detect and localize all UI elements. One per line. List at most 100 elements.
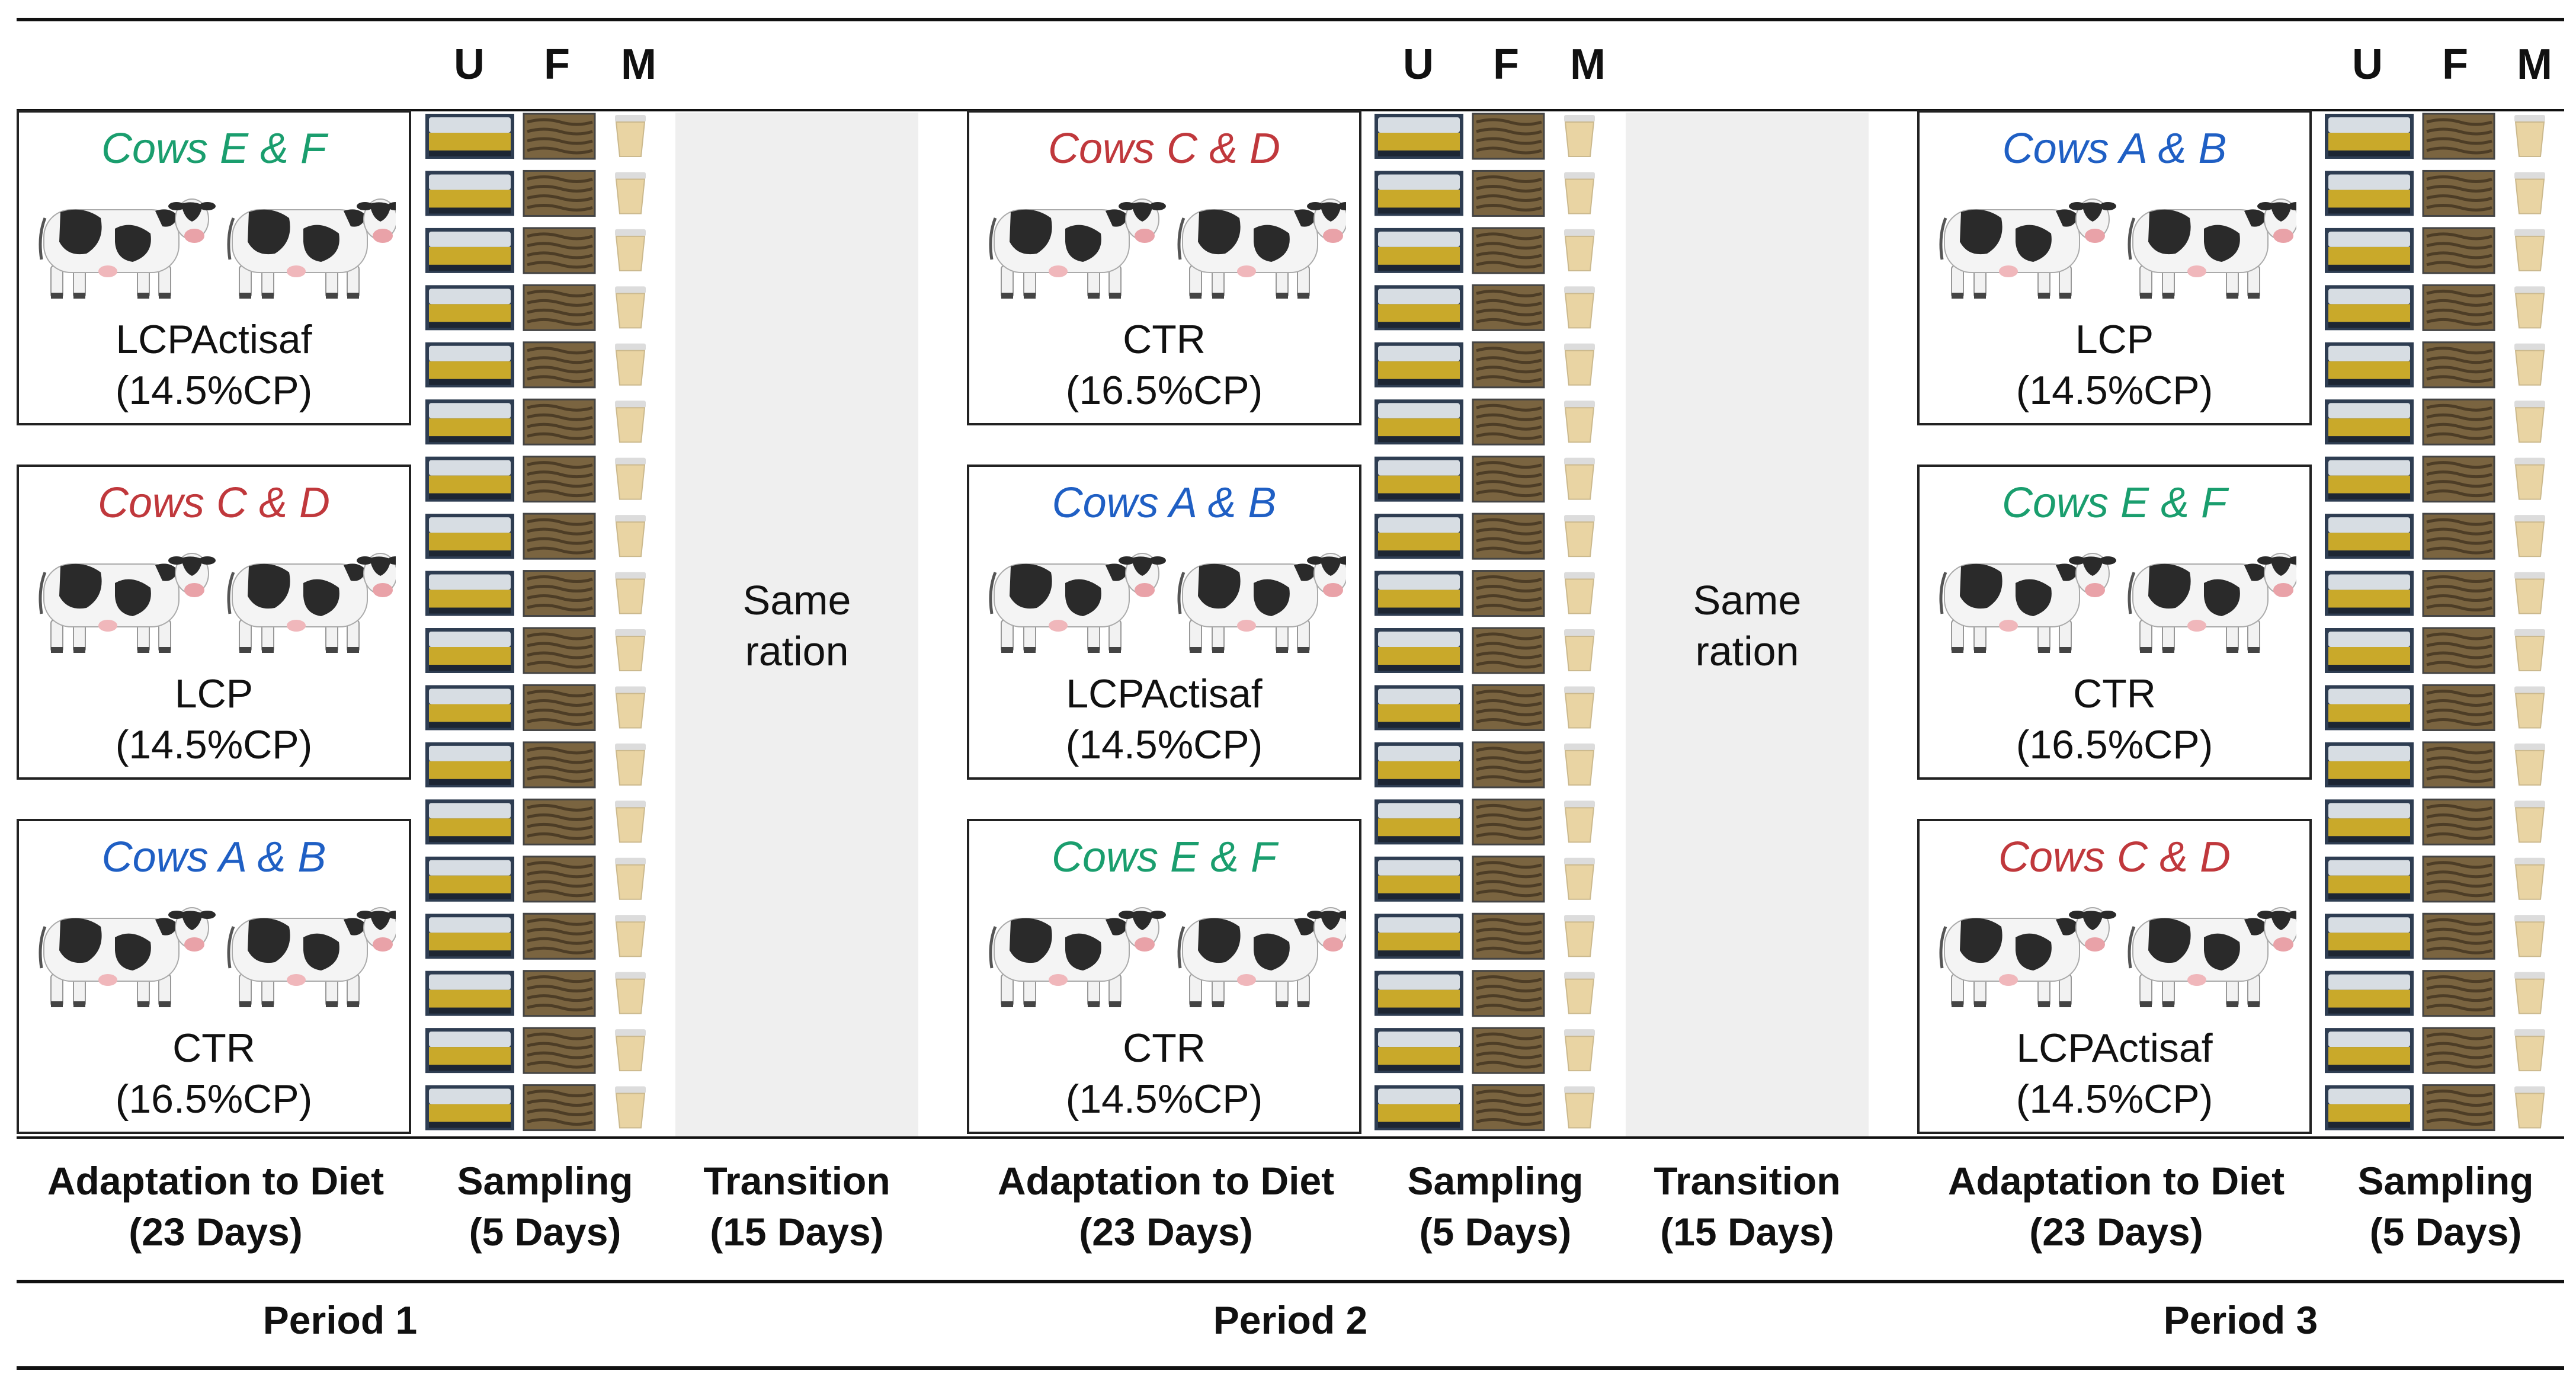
feces-sample-icon — [523, 398, 596, 446]
transition-text: ration — [1695, 628, 1799, 674]
cow-group-label: Cows E & F — [101, 125, 327, 172]
phase-label-adaptation-p3: Adaptation to Diet(23 Days) — [1917, 1155, 2315, 1257]
cp-label: (14.5%CP) — [1065, 722, 1263, 767]
feces-sample-icon — [1472, 970, 1545, 1017]
urine-sample-icon — [2325, 285, 2414, 331]
phase-label-adaptation-p2: Adaptation to Diet(23 Days) — [967, 1155, 1365, 1257]
feces-sample-icon — [2422, 856, 2495, 903]
feces-sample-icon — [2422, 627, 2495, 674]
feces-sample-icon — [2422, 227, 2495, 274]
feces-sample-icon — [2422, 456, 2495, 503]
milk-sample-icon — [1564, 286, 1595, 329]
period-label-3: Period 3 — [2163, 1298, 2318, 1342]
milk-sample-icon — [615, 743, 646, 786]
milk-sample-icon — [2514, 686, 2545, 729]
milk-sample-icon — [615, 229, 646, 271]
urine-sample-icon — [425, 514, 514, 559]
transition-text: Same — [742, 577, 851, 623]
milk-sample-icon — [1564, 1029, 1595, 1072]
cow-figure — [1939, 907, 2116, 1007]
cow-figure — [1939, 198, 2116, 299]
feces-sample-icon — [523, 741, 596, 789]
transition-text: Same — [1693, 577, 1802, 623]
cp-label: (14.5%CP) — [2016, 1077, 2213, 1122]
feces-sample-icon — [523, 341, 596, 389]
cow-figure — [1177, 553, 1346, 653]
feces-sample-icon — [2422, 970, 2495, 1017]
sampling-grid-p1 — [425, 113, 646, 1132]
feces-sample-icon — [1472, 284, 1545, 331]
milk-sample-icon — [1564, 515, 1595, 558]
header-feces: F — [1493, 41, 1519, 88]
cow-figure — [227, 907, 396, 1007]
body-rule — [17, 1136, 2564, 1139]
milk-sample-icon — [1564, 857, 1595, 900]
milk-sample-icon — [2514, 1086, 2545, 1129]
feces-sample-icon — [2422, 113, 2495, 160]
urine-sample-icon — [2325, 571, 2414, 616]
milk-sample-icon — [615, 857, 646, 900]
milk-sample-icon — [615, 457, 646, 500]
milk-sample-icon — [615, 629, 646, 671]
urine-sample-icon — [2325, 228, 2414, 273]
feces-sample-icon — [523, 856, 596, 903]
milk-sample-icon — [1564, 686, 1595, 729]
urine-sample-icon — [1374, 1028, 1463, 1074]
milk-sample-icon — [615, 1086, 646, 1129]
milk-sample-icon — [615, 1029, 646, 1072]
urine-sample-icon — [1374, 114, 1463, 159]
header-feces: F — [544, 41, 570, 88]
cow-group-label: Cows C & D — [1998, 834, 2231, 881]
feces-sample-icon — [2422, 341, 2495, 389]
milk-sample-icon — [1564, 229, 1595, 271]
feces-sample-icon — [523, 1084, 596, 1132]
treatment-box-p1-r2: Cows C & D LCP(14.5%CP) — [17, 465, 411, 780]
milk-sample-icon — [2514, 629, 2545, 671]
milk-sample-icon — [2514, 572, 2545, 614]
milk-sample-icon — [1564, 800, 1595, 843]
feces-sample-icon — [2422, 912, 2495, 960]
urine-sample-icon — [425, 914, 514, 959]
feces-sample-icon — [1472, 169, 1545, 217]
feces-sample-icon — [2422, 398, 2495, 446]
milk-sample-icon — [2514, 229, 2545, 271]
urine-sample-icon — [425, 1028, 514, 1074]
feces-sample-icon — [2422, 684, 2495, 731]
feces-sample-icon — [1472, 684, 1545, 731]
cow-icon — [39, 907, 396, 1007]
treatment-box-p3-r3: Cows C & D LCPActisaf(14.5%CP) — [1917, 819, 2312, 1134]
sampling-grid-p3 — [2325, 113, 2545, 1132]
urine-sample-icon — [425, 456, 514, 502]
urine-sample-icon — [1374, 799, 1463, 845]
feces-sample-icon — [2422, 169, 2495, 217]
treatment-box-p3-r1: Cows A & B LCP(14.5%CP) — [1917, 110, 2312, 425]
cow-group-label: Cows E & F — [2001, 479, 2228, 527]
milk-sample-icon — [1564, 972, 1595, 1014]
cp-label: (14.5%CP) — [2016, 368, 2213, 413]
cow-icon — [39, 553, 396, 653]
urine-sample-icon — [1374, 970, 1463, 1016]
urine-sample-icon — [2325, 514, 2414, 559]
treatment-box-p1-r3: Cows A & B CTR(16.5%CP) — [17, 819, 411, 1134]
phase-label-line: Adaptation to Diet — [1947, 1159, 2285, 1203]
diet-label: CTR — [1123, 1026, 1206, 1071]
milk-sample-icon — [2514, 915, 2545, 957]
milk-sample-icon — [1564, 743, 1595, 786]
diet-label: LCPActisaf — [116, 317, 312, 362]
milk-sample-icon — [2514, 401, 2545, 443]
milk-sample-icon — [615, 972, 646, 1014]
urine-sample-icon — [1374, 914, 1463, 959]
cow-group-label: Cows A & B — [1052, 479, 1277, 527]
milk-sample-icon — [2514, 972, 2545, 1014]
feces-sample-icon — [1472, 227, 1545, 274]
phase-label-transition-p2: Transition(15 Days) — [1626, 1155, 1869, 1257]
urine-sample-icon — [1374, 285, 1463, 331]
header-milk: M — [1570, 41, 1606, 88]
cow-figure — [227, 198, 396, 299]
milk-sample-icon — [615, 401, 646, 443]
milk-sample-icon — [2514, 115, 2545, 157]
feces-sample-icon — [1472, 1027, 1545, 1074]
milk-sample-icon — [1564, 915, 1595, 957]
urine-sample-icon — [425, 342, 514, 387]
